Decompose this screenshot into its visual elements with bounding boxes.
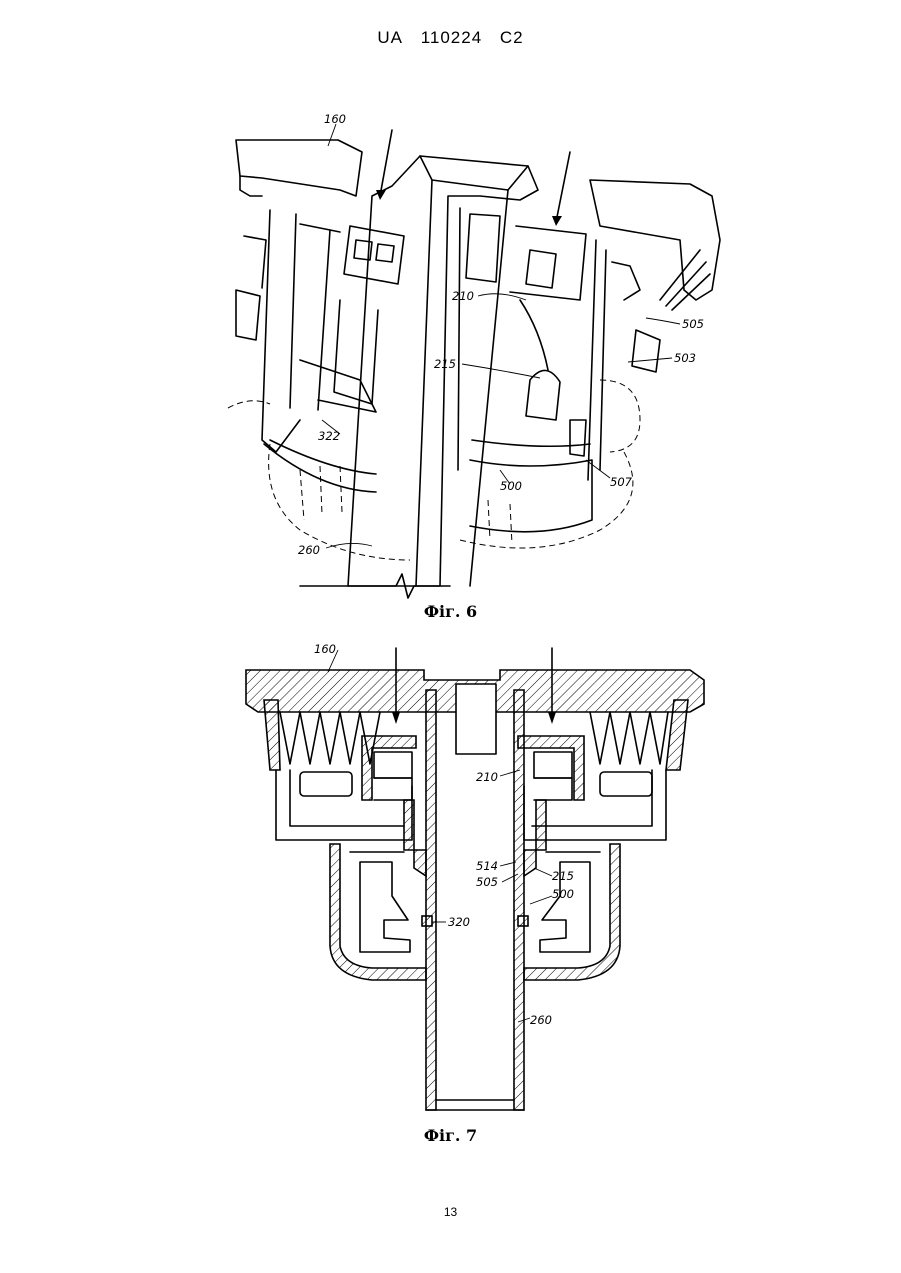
fig7-label-514: 514 bbox=[476, 859, 498, 873]
fig7-label-500: 500 bbox=[552, 887, 574, 901]
fig7-label-160: 160 bbox=[314, 642, 336, 656]
fig7-label-505: 505 bbox=[476, 875, 498, 889]
fig7-label-210: 210 bbox=[476, 770, 498, 784]
figure-7-caption: Фіг. 7 bbox=[0, 1126, 901, 1145]
fig7-label-260: 260 bbox=[530, 1013, 552, 1027]
fig7-label-320: 320 bbox=[448, 915, 470, 929]
fig7-label-215: 215 bbox=[552, 869, 574, 883]
page-number: 13 bbox=[0, 1205, 901, 1219]
